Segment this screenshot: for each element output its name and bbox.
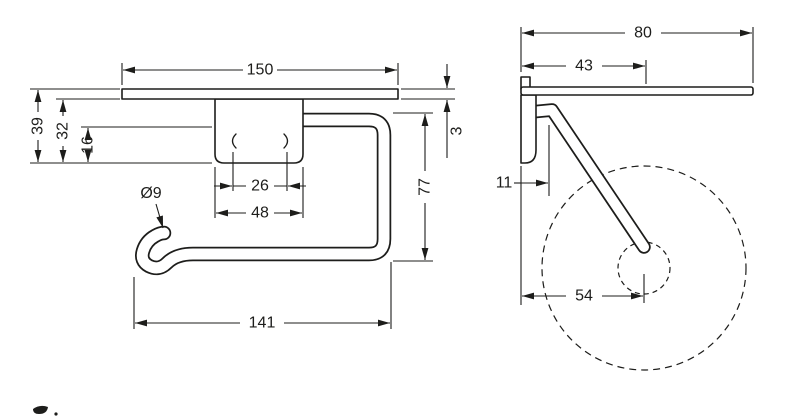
dim-label-wall-clearance: 11 [496, 175, 513, 192]
shelf-side-outline [520, 86, 754, 96]
dim-label-height-bar-to-plate: 16 [80, 136, 97, 154]
front-view: 150 39 32 16 26 [30, 62, 466, 332]
artifact-dot [54, 412, 58, 416]
extension-lines [520, 27, 754, 83]
dim-wall-clearance: 11 [496, 125, 550, 196]
dim-shelf-thickness: 3 [401, 64, 466, 158]
dim-height-bar-to-plate: 16 [80, 126, 212, 162]
dim-roll-center-offset: 54 [522, 274, 645, 305]
dim-label-bar-drop: 77 [417, 178, 434, 196]
dim-label-bar-diameter: Ø9 [140, 185, 161, 202]
leader-arrow [155, 203, 164, 229]
extension-lines [232, 152, 288, 191]
extension-lines [393, 112, 433, 262]
dim-bar-diameter: Ø9 [140, 185, 164, 229]
dim-label-slot-spacing: 26 [251, 178, 269, 195]
dim-label-depth-total: 80 [634, 25, 652, 42]
dim-label-shelf-width: 150 [247, 62, 274, 79]
extension-lines [133, 262, 392, 329]
mounting-plate-outline [214, 98, 304, 164]
dim-plate-width: 48 [214, 167, 304, 222]
paper-roll-outer-circle [541, 165, 747, 371]
dim-label-plate-width: 48 [251, 205, 269, 222]
screw-slot-marks [231, 133, 289, 149]
wall-bracket-outline [520, 94, 537, 164]
artifact-blob [33, 405, 48, 414]
corner-artifact-mark [33, 405, 58, 416]
shelf-front-outline [121, 88, 399, 100]
dim-depth-total: 80 [520, 25, 754, 83]
extension-lines [121, 63, 399, 85]
extension-lines [30, 88, 212, 164]
holder-bar-fill [136, 114, 390, 274]
dim-label-depth-bar: 43 [575, 58, 593, 75]
dim-shelf-width: 150 [121, 62, 399, 85]
dim-height-under-shelf: 32 [55, 98, 120, 162]
dim-height-total: 39 [30, 88, 212, 164]
dim-label-shelf-thickness: 3 [449, 126, 466, 135]
dim-label-height-under-shelf: 32 [55, 122, 72, 140]
dim-depth-bar: 43 [522, 58, 647, 84]
dim-bar-drop: 77 [393, 112, 434, 262]
extension-lines [401, 88, 455, 100]
extension-lines [214, 167, 304, 218]
dim-label-roll-center-offset: 54 [575, 288, 593, 305]
holder-arm-fill [526, 105, 649, 252]
dim-bar-width: 141 [133, 262, 392, 332]
dim-label-bar-width: 141 [249, 315, 276, 332]
dim-label-height-total: 39 [30, 117, 47, 135]
side-view: 80 43 11 54 [496, 25, 754, 371]
